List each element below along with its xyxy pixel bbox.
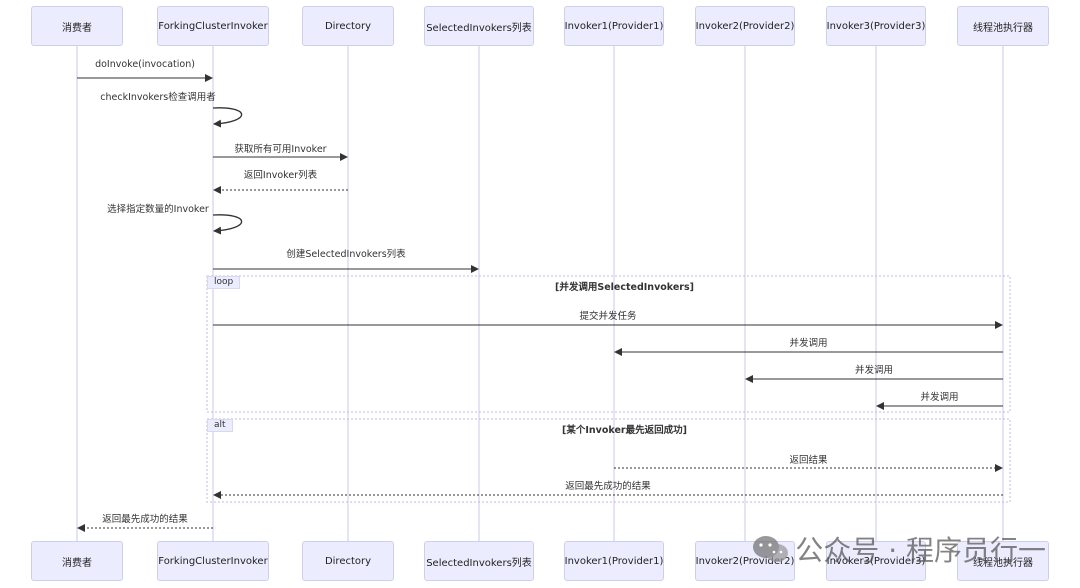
frame-loop-condition: [并发调用SelectedInvokers] — [555, 282, 694, 293]
participant-invoker1-top: Invoker1(Provider1) — [564, 6, 664, 46]
participant-forking-top: ForkingClusterInvoker — [157, 6, 269, 46]
participant-invoker2-top: Invoker2(Provider2) — [695, 6, 795, 46]
message-label: doInvoke(invocation) — [95, 59, 195, 70]
frame-alt-condition: [某个Invoker最先返回成功] — [562, 425, 687, 436]
message-label: 选择指定数量的Invoker — [107, 204, 209, 215]
participant-invoker1-bottom: Invoker1(Provider1) — [564, 541, 664, 581]
participant-selected-top: SelectedInvokers列表 — [424, 6, 534, 46]
participant-forking-bottom: ForkingClusterInvoker — [157, 541, 269, 581]
participant-directory-bottom: Directory — [302, 541, 394, 581]
participant-consumer-bottom: 消费者 — [31, 541, 123, 581]
frame-loop — [206, 275, 1011, 413]
frame-alt — [206, 418, 1011, 503]
message-label: 提交并发任务 — [579, 311, 637, 322]
message-label: 并发调用 — [854, 365, 894, 376]
message-label: 返回结果 — [789, 455, 828, 466]
participant-directory-top: Directory — [302, 6, 394, 46]
participant-invoker3-bottom: Invoker3(Provider3) — [826, 541, 926, 581]
participant-invoker3-top: Invoker3(Provider3) — [826, 6, 926, 46]
message-label: 获取所有可用Invoker — [234, 144, 327, 155]
self-message-arrow — [212, 214, 243, 235]
frame-loop-tag: loop — [207, 276, 241, 289]
participant-selected-bottom: SelectedInvokers列表 — [424, 541, 534, 581]
frame-alt-tag: alt — [207, 419, 233, 432]
participant-consumer-top: 消费者 — [31, 6, 123, 46]
self-message-arrow — [212, 107, 243, 128]
participant-threadpool-bottom: 线程池执行器 — [957, 541, 1049, 581]
participant-threadpool-top: 线程池执行器 — [957, 6, 1049, 46]
wechat-icon — [753, 536, 789, 562]
message-label: 返回最先成功的结果 — [102, 514, 188, 525]
message-label: checkInvokers检查调用者 — [100, 92, 216, 103]
message-label: 并发调用 — [920, 392, 959, 403]
message-label: 并发调用 — [789, 338, 828, 349]
message-label: 创建SelectedInvokers列表 — [286, 249, 406, 260]
watermark: 公众号 · 程序员行一 — [751, 532, 1046, 567]
message-label: 返回最先成功的结果 — [565, 481, 651, 492]
watermark-text: 公众号 · 程序员行一 — [795, 534, 1046, 567]
message-label: 返回Invoker列表 — [243, 170, 318, 181]
